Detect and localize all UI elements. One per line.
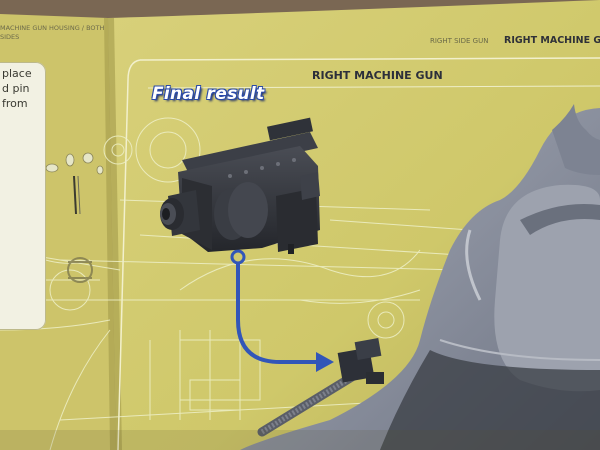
page-header-small: RIGHT SIDE GUN: [430, 37, 489, 45]
note-line-3: from: [2, 97, 28, 110]
instruction-note: place d pin from: [0, 62, 46, 330]
note-line-1: place: [2, 67, 32, 80]
left-page-header: MACHINE GUN HOUSING / BOTH SIDES: [0, 24, 105, 41]
panel-title: RIGHT MACHINE GUN: [312, 69, 443, 82]
note-line-2: d pin: [2, 82, 30, 95]
final-result-gun: [160, 117, 320, 254]
final-result-label: Final result: [152, 84, 265, 104]
bat-fin: [552, 104, 600, 175]
mounted-gun: [257, 338, 384, 437]
page-header-title: RIGHT MACHINE GUN: [504, 35, 600, 46]
assembly-arrow: [230, 249, 320, 364]
